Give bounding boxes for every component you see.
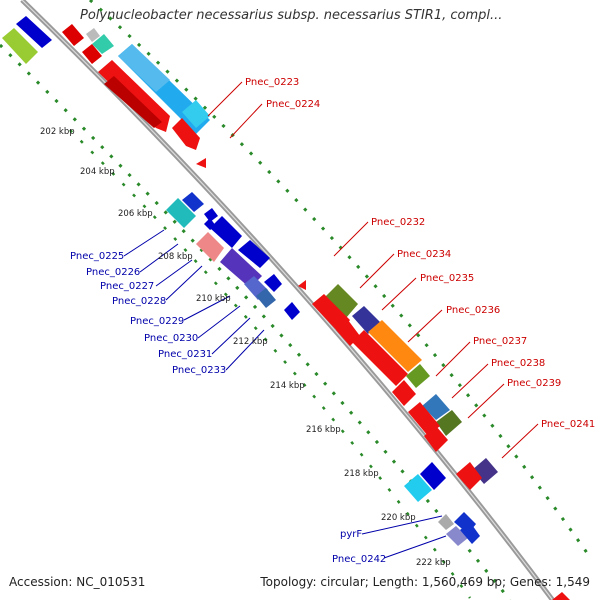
gene-blue-arrow-c[interactable] bbox=[264, 274, 282, 292]
gene-blue-206a[interactable] bbox=[182, 192, 204, 212]
gene-pnec-0228[interactable] bbox=[196, 232, 224, 262]
genome-backbone bbox=[20, 0, 556, 600]
kbp-tick-label-1: 204 kbp bbox=[80, 167, 115, 177]
gene-pnec-0234[interactable] bbox=[312, 294, 350, 334]
gene-cyan-adjacent[interactable] bbox=[182, 100, 210, 128]
outer-forward-guide bbox=[88, 0, 594, 561]
forward-gene-label-6[interactable]: Pnec_0237 bbox=[473, 336, 527, 347]
forward-gene-label-4[interactable]: Pnec_0235 bbox=[420, 273, 474, 284]
kbp-tick-label-4: 210 kbp bbox=[196, 294, 231, 304]
reverse-gene-label-8[interactable]: pyrF bbox=[340, 529, 362, 540]
gene-red-mid[interactable] bbox=[172, 118, 200, 150]
forward-callouts bbox=[207, 81, 539, 459]
forward-gene-label-2[interactable]: Pnec_0232 bbox=[371, 217, 425, 228]
gene-pnec-0232[interactable] bbox=[324, 284, 358, 318]
kbp-tick-labels: 202 kbp 204 kbp 206 kbp 208 kbp 210 kbp 212 k… bbox=[40, 127, 451, 568]
reverse-gene-label-9[interactable]: Pnec_0242 bbox=[332, 554, 386, 565]
gene-pnec-0227[interactable] bbox=[210, 216, 242, 248]
reverse-gene-label-0[interactable]: Pnec_0225 bbox=[70, 251, 124, 262]
kbp-tick-label-9: 220 kbp bbox=[381, 513, 416, 523]
kbp-tick-label-3: 208 kbp bbox=[158, 252, 193, 262]
kbp-tick-guide bbox=[69, 129, 472, 599]
gene-pnec-0229-top[interactable] bbox=[238, 240, 270, 268]
kbp-tick-label-6: 214 kbp bbox=[270, 381, 305, 391]
gene-pnec-0237[interactable] bbox=[406, 364, 430, 388]
gene-pnec-0223-shade bbox=[118, 44, 170, 92]
gene-lavender-pyrf[interactable] bbox=[446, 526, 468, 546]
gene-cyan-218[interactable] bbox=[404, 474, 432, 502]
accession-text: Accession: NC_010531 bbox=[9, 575, 146, 589]
gene-red-long[interactable] bbox=[352, 330, 408, 386]
reverse-callouts bbox=[123, 229, 447, 559]
gene-blue-218[interactable] bbox=[420, 462, 446, 490]
reverse-gene-label-1[interactable]: Pnec_0226 bbox=[86, 267, 140, 278]
forward-gene-label-1[interactable]: Pnec_0224 bbox=[266, 99, 320, 110]
kbp-tick-label-5: 212 kbp bbox=[233, 337, 268, 347]
gene-pnec-0231[interactable] bbox=[256, 288, 276, 308]
gene-teal-top[interactable] bbox=[92, 34, 114, 54]
gene-pnec-0234-b[interactable] bbox=[336, 320, 360, 346]
gene-red-small-2[interactable] bbox=[82, 44, 102, 64]
gene-red-top[interactable] bbox=[62, 24, 84, 46]
forward-gene-label-5[interactable]: Pnec_0236 bbox=[446, 305, 500, 316]
reverse-gene-label-2[interactable]: Pnec_0227 bbox=[100, 281, 154, 292]
gene-red-arrow-2[interactable] bbox=[298, 280, 306, 290]
gene-red-bottom[interactable] bbox=[552, 592, 570, 600]
reverse-gene-label-7[interactable]: Pnec_0233 bbox=[172, 365, 226, 376]
kbp-tick-label-10: 222 kbp bbox=[416, 558, 451, 568]
gene-pnec-0238[interactable] bbox=[422, 394, 450, 420]
reverse-gene-labels: Pnec_0225Pnec_0226Pnec_0227Pnec_0228Pnec… bbox=[70, 251, 386, 565]
outer-reverse-guide bbox=[0, 43, 512, 600]
genome-title: Polynucleobacter necessarius subsp. nece… bbox=[80, 8, 503, 23]
gene-red-0239[interactable] bbox=[408, 402, 440, 436]
kbp-tick-label-0: 202 kbp bbox=[40, 127, 75, 137]
kbp-tick-label-8: 218 kbp bbox=[344, 469, 379, 479]
gene-blue-small[interactable] bbox=[16, 16, 52, 48]
kbp-tick-label-2: 206 kbp bbox=[118, 209, 153, 219]
reverse-gene-label-5[interactable]: Pnec_0230 bbox=[144, 333, 198, 344]
forward-gene-label-7[interactable]: Pnec_0238 bbox=[491, 358, 545, 369]
gene-red-0237[interactable] bbox=[392, 380, 416, 406]
genome-summary-text: Topology: circular; Length: 1,560,469 bp… bbox=[260, 575, 590, 589]
kbp-tick-label-7: 216 kbp bbox=[306, 425, 341, 435]
gene-red-arrow-1[interactable] bbox=[196, 158, 206, 168]
reverse-gene-label-6[interactable]: Pnec_0231 bbox=[158, 349, 212, 360]
forward-gene-label-9[interactable]: Pnec_0241 bbox=[541, 419, 595, 430]
gene-red-0239-b[interactable] bbox=[424, 426, 448, 452]
gene-blue-arrow-a[interactable] bbox=[204, 208, 218, 222]
forward-gene-label-8[interactable]: Pnec_0239 bbox=[507, 378, 561, 389]
gene-pnec-0236[interactable] bbox=[368, 320, 422, 372]
gene-pnec-0225[interactable] bbox=[166, 198, 196, 228]
gene-pnec-0235[interactable] bbox=[352, 306, 380, 334]
reverse-gene-label-3[interactable]: Pnec_0228 bbox=[112, 296, 166, 307]
gene-red-shadow bbox=[104, 76, 162, 128]
forward-gene-label-3[interactable]: Pnec_0234 bbox=[397, 249, 451, 260]
gene-red-0241[interactable] bbox=[456, 462, 482, 490]
reverse-gene-label-4[interactable]: Pnec_0229 bbox=[130, 316, 184, 327]
gene-lime[interactable] bbox=[2, 28, 38, 64]
gene-grey-pyrf[interactable] bbox=[438, 514, 454, 530]
forward-gene-labels: Pnec_0223Pnec_0224Pnec_0232Pnec_0234Pnec… bbox=[245, 77, 595, 430]
gene-grey-top[interactable] bbox=[86, 28, 100, 42]
gene-pnec-0233[interactable] bbox=[284, 302, 300, 320]
gene-pnec-0239[interactable] bbox=[436, 410, 462, 436]
gene-pnec-0242[interactable] bbox=[460, 522, 480, 544]
forward-gene-label-0[interactable]: Pnec_0223 bbox=[245, 77, 299, 88]
